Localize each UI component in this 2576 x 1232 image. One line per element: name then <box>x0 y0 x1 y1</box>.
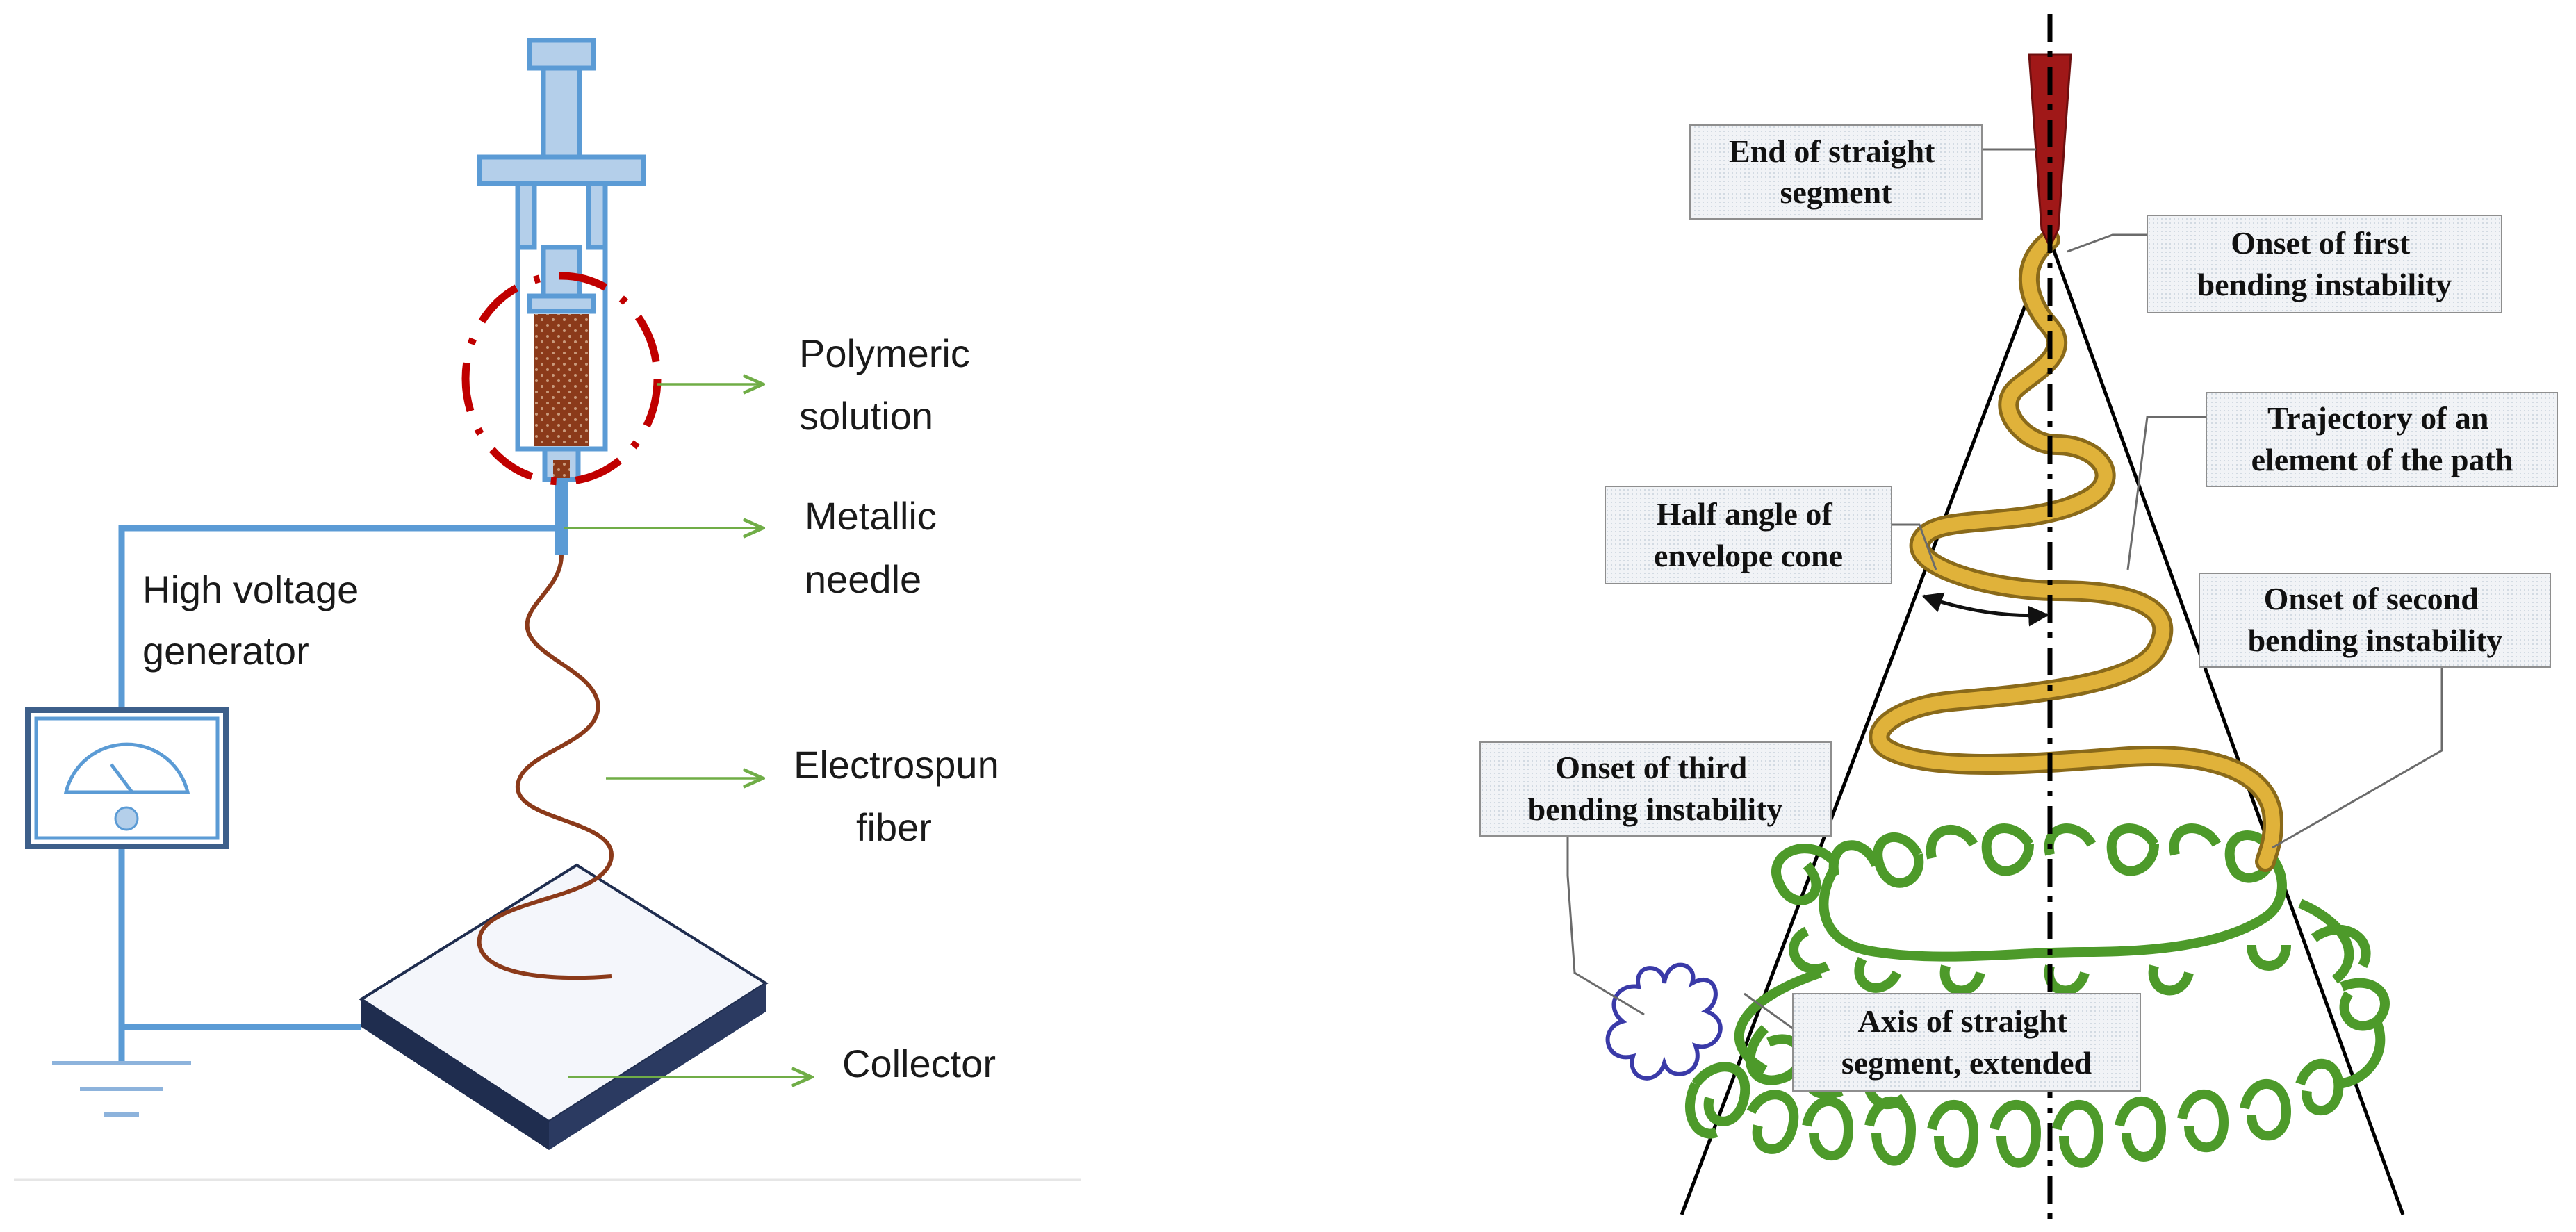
svg-text:Onset of third bending: Onset of third bending instability <box>1528 750 1783 827</box>
label-high-voltage-generator: High voltage generator <box>142 568 370 673</box>
ground-icon <box>52 1061 191 1117</box>
electrospun-fiber <box>477 554 614 980</box>
straight-segment <box>2028 53 2072 249</box>
label-half-angle-envelope-cone: Half angle of envelope cone <box>1605 486 1892 584</box>
label-onset-third-bending: Onset of third bending instability <box>1479 741 1832 837</box>
label-collector: Collector <box>842 1042 996 1085</box>
label-onset-second-bending: Onset of second bending instability <box>2199 573 2551 668</box>
solution-highlight-circle <box>461 272 662 486</box>
svg-text:End of straight segmen: End of straight segment <box>1729 133 1943 210</box>
svg-text:Onset of first bending: Onset of first bending instability <box>2197 225 2452 302</box>
right-panel: End of straight segment Onset of first b… <box>1479 14 2558 1223</box>
label-axis-of-straight-segment: Axis of straight segment, extended <box>1792 993 2141 1092</box>
svg-text:Trajectory of an eleme: Trajectory of an element of the path <box>2251 400 2513 477</box>
label-trajectory-of-element: Trajectory of an element of the path <box>2206 392 2558 487</box>
svg-text:Axis of straight segme: Axis of straight segment, extended <box>1841 1003 2092 1081</box>
pointer-arrows <box>564 384 812 1077</box>
second-bending-coil <box>1685 823 2390 1168</box>
voltmeter-icon <box>25 707 229 849</box>
left-panel: Polymeric solution Metallic needle High … <box>25 38 1010 1150</box>
syringe-icon <box>477 38 646 555</box>
label-end-of-straight-segment: End of straight segment <box>1689 124 1983 220</box>
half-angle-arc <box>1921 592 2049 627</box>
label-electrospun-fiber: Electrospun fiber <box>794 743 1010 849</box>
third-bending-coil <box>1605 962 1723 1081</box>
first-bending-helix <box>1869 229 2283 872</box>
label-polymeric-solution: Polymeric solution <box>799 331 981 438</box>
svg-text:Half angle of envelope: Half angle of envelope cone <box>1654 496 1843 573</box>
collector-plate <box>359 863 769 1150</box>
label-onset-first-bending: Onset of first bending instability <box>2147 215 2502 313</box>
label-metallic-needle: Metallic needle <box>805 494 947 601</box>
circuit-wiring <box>118 525 561 1063</box>
svg-text:Onset of second bendin: Onset of second bending instability <box>2248 581 2503 658</box>
leader-lines <box>1566 148 2443 1030</box>
